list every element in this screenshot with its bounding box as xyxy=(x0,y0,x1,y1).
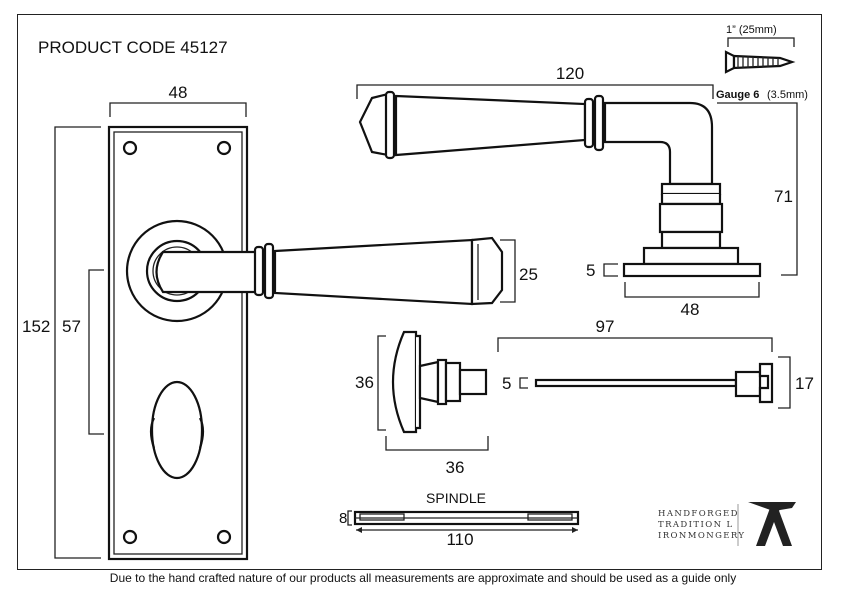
spindle-bar-length-label: 110 xyxy=(446,530,473,549)
thumbturn-width-label: 36 xyxy=(446,458,465,477)
fixing-centres-label: 57 xyxy=(62,317,81,336)
lever-length-label: 120 xyxy=(556,64,584,83)
thumbturn-height-label: 36 xyxy=(355,373,374,392)
logo-line-1: HANDFORGED xyxy=(658,509,739,519)
spindle-bar-thickness-dim-line xyxy=(347,510,352,526)
backplate xyxy=(107,125,249,561)
plate-height-dim-line xyxy=(54,126,101,559)
lever-projection-dim-line xyxy=(717,102,798,276)
drawing-frame xyxy=(17,14,822,570)
screw-gauge-mm: (3.5mm) xyxy=(767,89,808,101)
brand-logo: HANDFORGED TRADITION L IRONMONGERY xyxy=(658,502,796,546)
footer-disclaimer: Due to the hand crafted nature of our pr… xyxy=(109,571,737,585)
thumbturn-width-dim-line xyxy=(385,436,489,451)
spindle-thickness-dim-line xyxy=(519,377,528,389)
spindle-bar xyxy=(353,510,580,526)
lever-side-view xyxy=(358,90,762,278)
plate-height-label: 152 xyxy=(22,317,50,336)
logo-line-3: IRONMONGERY xyxy=(658,531,745,541)
thumbturn xyxy=(391,330,488,434)
spindle-title: SPINDLE xyxy=(426,490,486,506)
fixing-centres-dim-line xyxy=(88,269,104,435)
lever-end-dim-line xyxy=(500,239,516,303)
lever-end-label: 25 xyxy=(519,265,538,284)
anvil-icon xyxy=(748,502,796,546)
screw-length-label: 1” (25mm) xyxy=(726,24,777,36)
turn-spindle xyxy=(534,362,774,404)
plate-width-label: 48 xyxy=(169,83,188,102)
lever-front-view xyxy=(155,236,504,306)
spindle-end-label: 17 xyxy=(795,374,814,393)
spindle-end-dim-line xyxy=(778,356,791,409)
thumbturn-height-dim-line xyxy=(377,335,386,431)
lever-projection-label: 71 xyxy=(774,187,793,206)
product-code-title: PRODUCT CODE 45127 xyxy=(38,38,228,57)
arrow-left-icon xyxy=(356,527,362,533)
logo-line-2: TRADITION L xyxy=(658,520,734,530)
arrow-right-icon xyxy=(572,527,578,533)
rose-width-dim-line xyxy=(624,282,760,298)
rose-width-label: 48 xyxy=(681,300,700,319)
lever-length-dim-line xyxy=(356,84,714,99)
spindle-length-dim-line xyxy=(497,337,773,352)
rose-thickness-dim-line xyxy=(603,263,618,277)
spindle-length-label: 97 xyxy=(596,317,615,336)
screw-length-dim-line xyxy=(727,37,795,47)
screw-gauge-label: Gauge 6 xyxy=(716,89,759,101)
rose-thickness-label: 5 xyxy=(586,261,595,280)
spindle-bar-thickness-label: 8 xyxy=(339,510,347,527)
screw-illustration xyxy=(724,50,796,74)
plate-width-dim-line xyxy=(109,102,247,117)
spindle-thickness-label: 5 xyxy=(502,374,511,393)
